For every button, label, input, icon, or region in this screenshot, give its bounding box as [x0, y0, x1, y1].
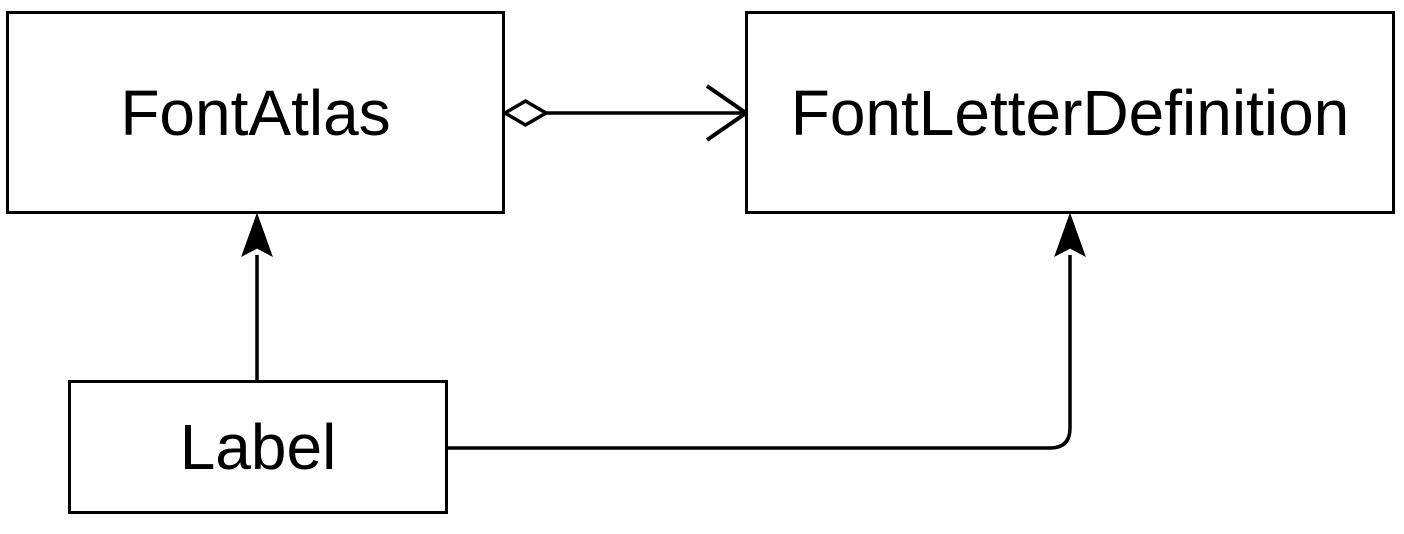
- class-box-label[interactable]: Label: [68, 380, 448, 514]
- edge-label-to-fontletterdefinition[interactable]: [448, 212, 1086, 450]
- open-arrow-icon: [705, 84, 750, 142]
- class-name-fontatlas: FontAtlas: [120, 76, 391, 149]
- class-box-fontatlas[interactable]: FontAtlas: [6, 11, 505, 214]
- association-line: [448, 255, 1072, 450]
- edge-fontatlas-aggregates-fontletterdefinition[interactable]: [501, 84, 750, 142]
- solid-arrow-icon: [241, 212, 273, 258]
- solid-arrow-icon: [1054, 212, 1086, 258]
- class-box-fontletterdefinition[interactable]: FontLetterDefinition: [745, 11, 1395, 214]
- class-name-fontletterdefinition: FontLetterDefinition: [790, 76, 1350, 149]
- class-name-label: Label: [179, 411, 337, 483]
- hollow-diamond-icon: [501, 98, 550, 128]
- edge-label-to-fontatlas[interactable]: [241, 212, 273, 381]
